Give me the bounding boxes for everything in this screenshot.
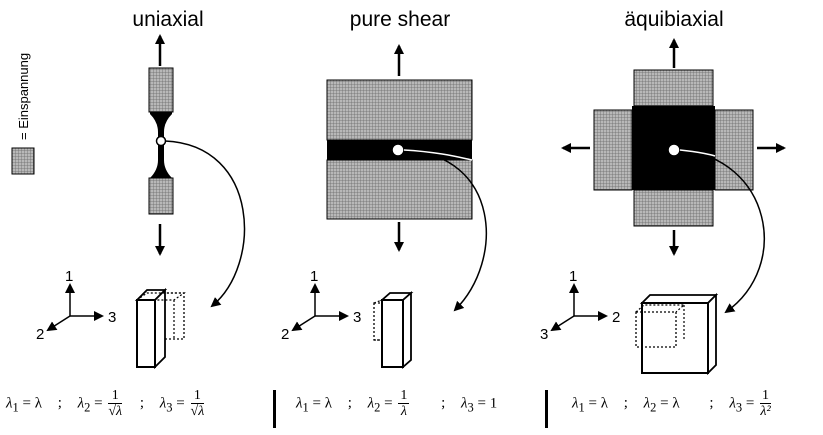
upper-clamp xyxy=(148,67,174,113)
axis-label-diagonal: 2 xyxy=(281,326,289,343)
axis-label-diagonal: 3 xyxy=(540,326,548,343)
material-point-marker xyxy=(667,143,681,157)
legend: = Einspannung xyxy=(11,53,35,175)
zoom-arrow xyxy=(403,149,488,312)
clamping-swatch xyxy=(11,147,35,175)
material-point-marker xyxy=(391,143,405,157)
material-point-marker xyxy=(155,135,167,147)
axis-label-vertical: 1 xyxy=(310,268,318,285)
axis-label-horizontal: 3 xyxy=(353,309,361,326)
formula-uniaxial: λ1 = λ ; λ2 = 1√λ ; λ3 = 1√λ xyxy=(6,388,205,419)
equibiaxial-deformed-element xyxy=(635,292,719,376)
axis-label-vertical: 1 xyxy=(569,268,577,285)
uniaxial-deformed-element xyxy=(134,287,186,370)
legend-label: = Einspannung xyxy=(16,53,31,140)
right-clamp xyxy=(714,109,754,191)
pure-shear-axes: 1 3 2 xyxy=(281,268,361,343)
title-equibiaxial: äquibiaxial xyxy=(624,8,723,31)
equibiaxial-axes: 1 2 3 xyxy=(540,268,620,343)
uniaxial-specimen xyxy=(148,34,246,308)
uniaxial-axes: 1 3 2 xyxy=(36,268,116,343)
separator-2 xyxy=(545,390,548,428)
title-uniaxial: uniaxial xyxy=(132,8,203,31)
zoom-arrow xyxy=(679,149,765,314)
pure-shear-specimen xyxy=(326,44,488,312)
axis-label-horizontal: 2 xyxy=(612,309,620,326)
left-clamp xyxy=(593,109,633,191)
upper-clamp xyxy=(326,79,473,141)
title-pure-shear: pure shear xyxy=(350,8,450,31)
pure-shear-deformed-element xyxy=(373,291,414,369)
axis-label-horizontal: 3 xyxy=(108,309,116,326)
top-clamp xyxy=(633,69,714,107)
bottom-clamp xyxy=(633,189,714,227)
separator-1 xyxy=(273,390,276,428)
zoom-arrow xyxy=(164,140,246,308)
equibiaxial-specimen xyxy=(561,38,786,314)
axis-label-vertical: 1 xyxy=(65,268,73,285)
lower-clamp xyxy=(148,177,174,215)
axis-label-diagonal: 2 xyxy=(36,326,44,343)
lower-clamp xyxy=(326,159,473,220)
